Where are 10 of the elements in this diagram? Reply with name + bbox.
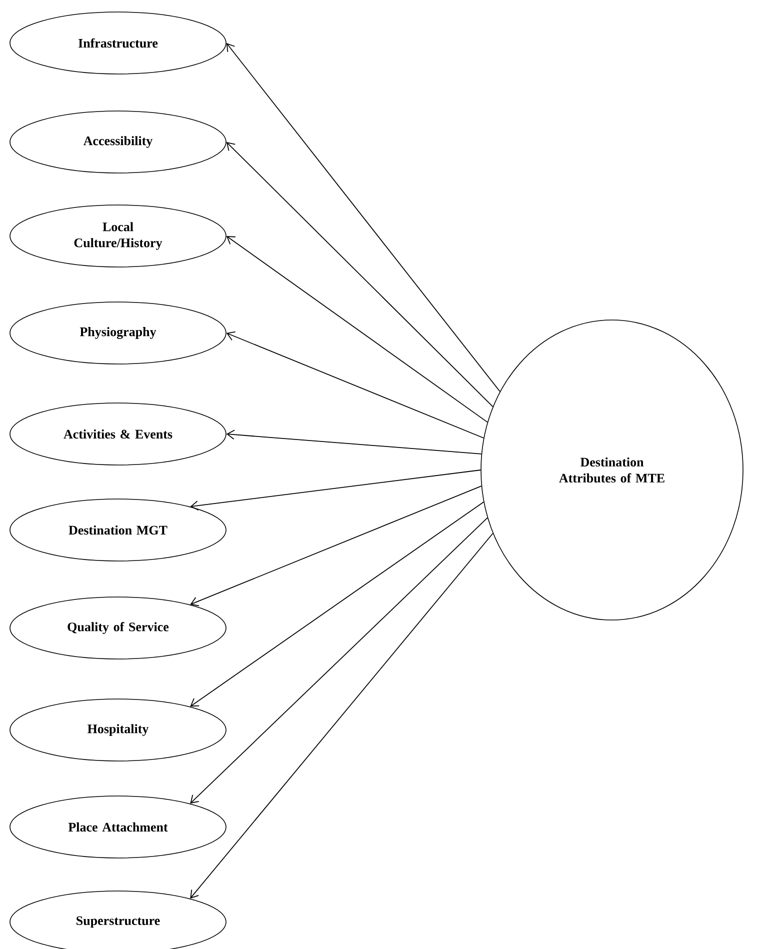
arrow [226, 236, 488, 423]
arrow [226, 430, 482, 454]
arrow [190, 532, 494, 899]
arrow [190, 470, 482, 510]
arrow [226, 331, 484, 438]
arrow [226, 43, 500, 392]
arrow [226, 142, 494, 408]
arrow [190, 502, 484, 707]
arrow [190, 517, 488, 804]
arrow [190, 486, 482, 606]
